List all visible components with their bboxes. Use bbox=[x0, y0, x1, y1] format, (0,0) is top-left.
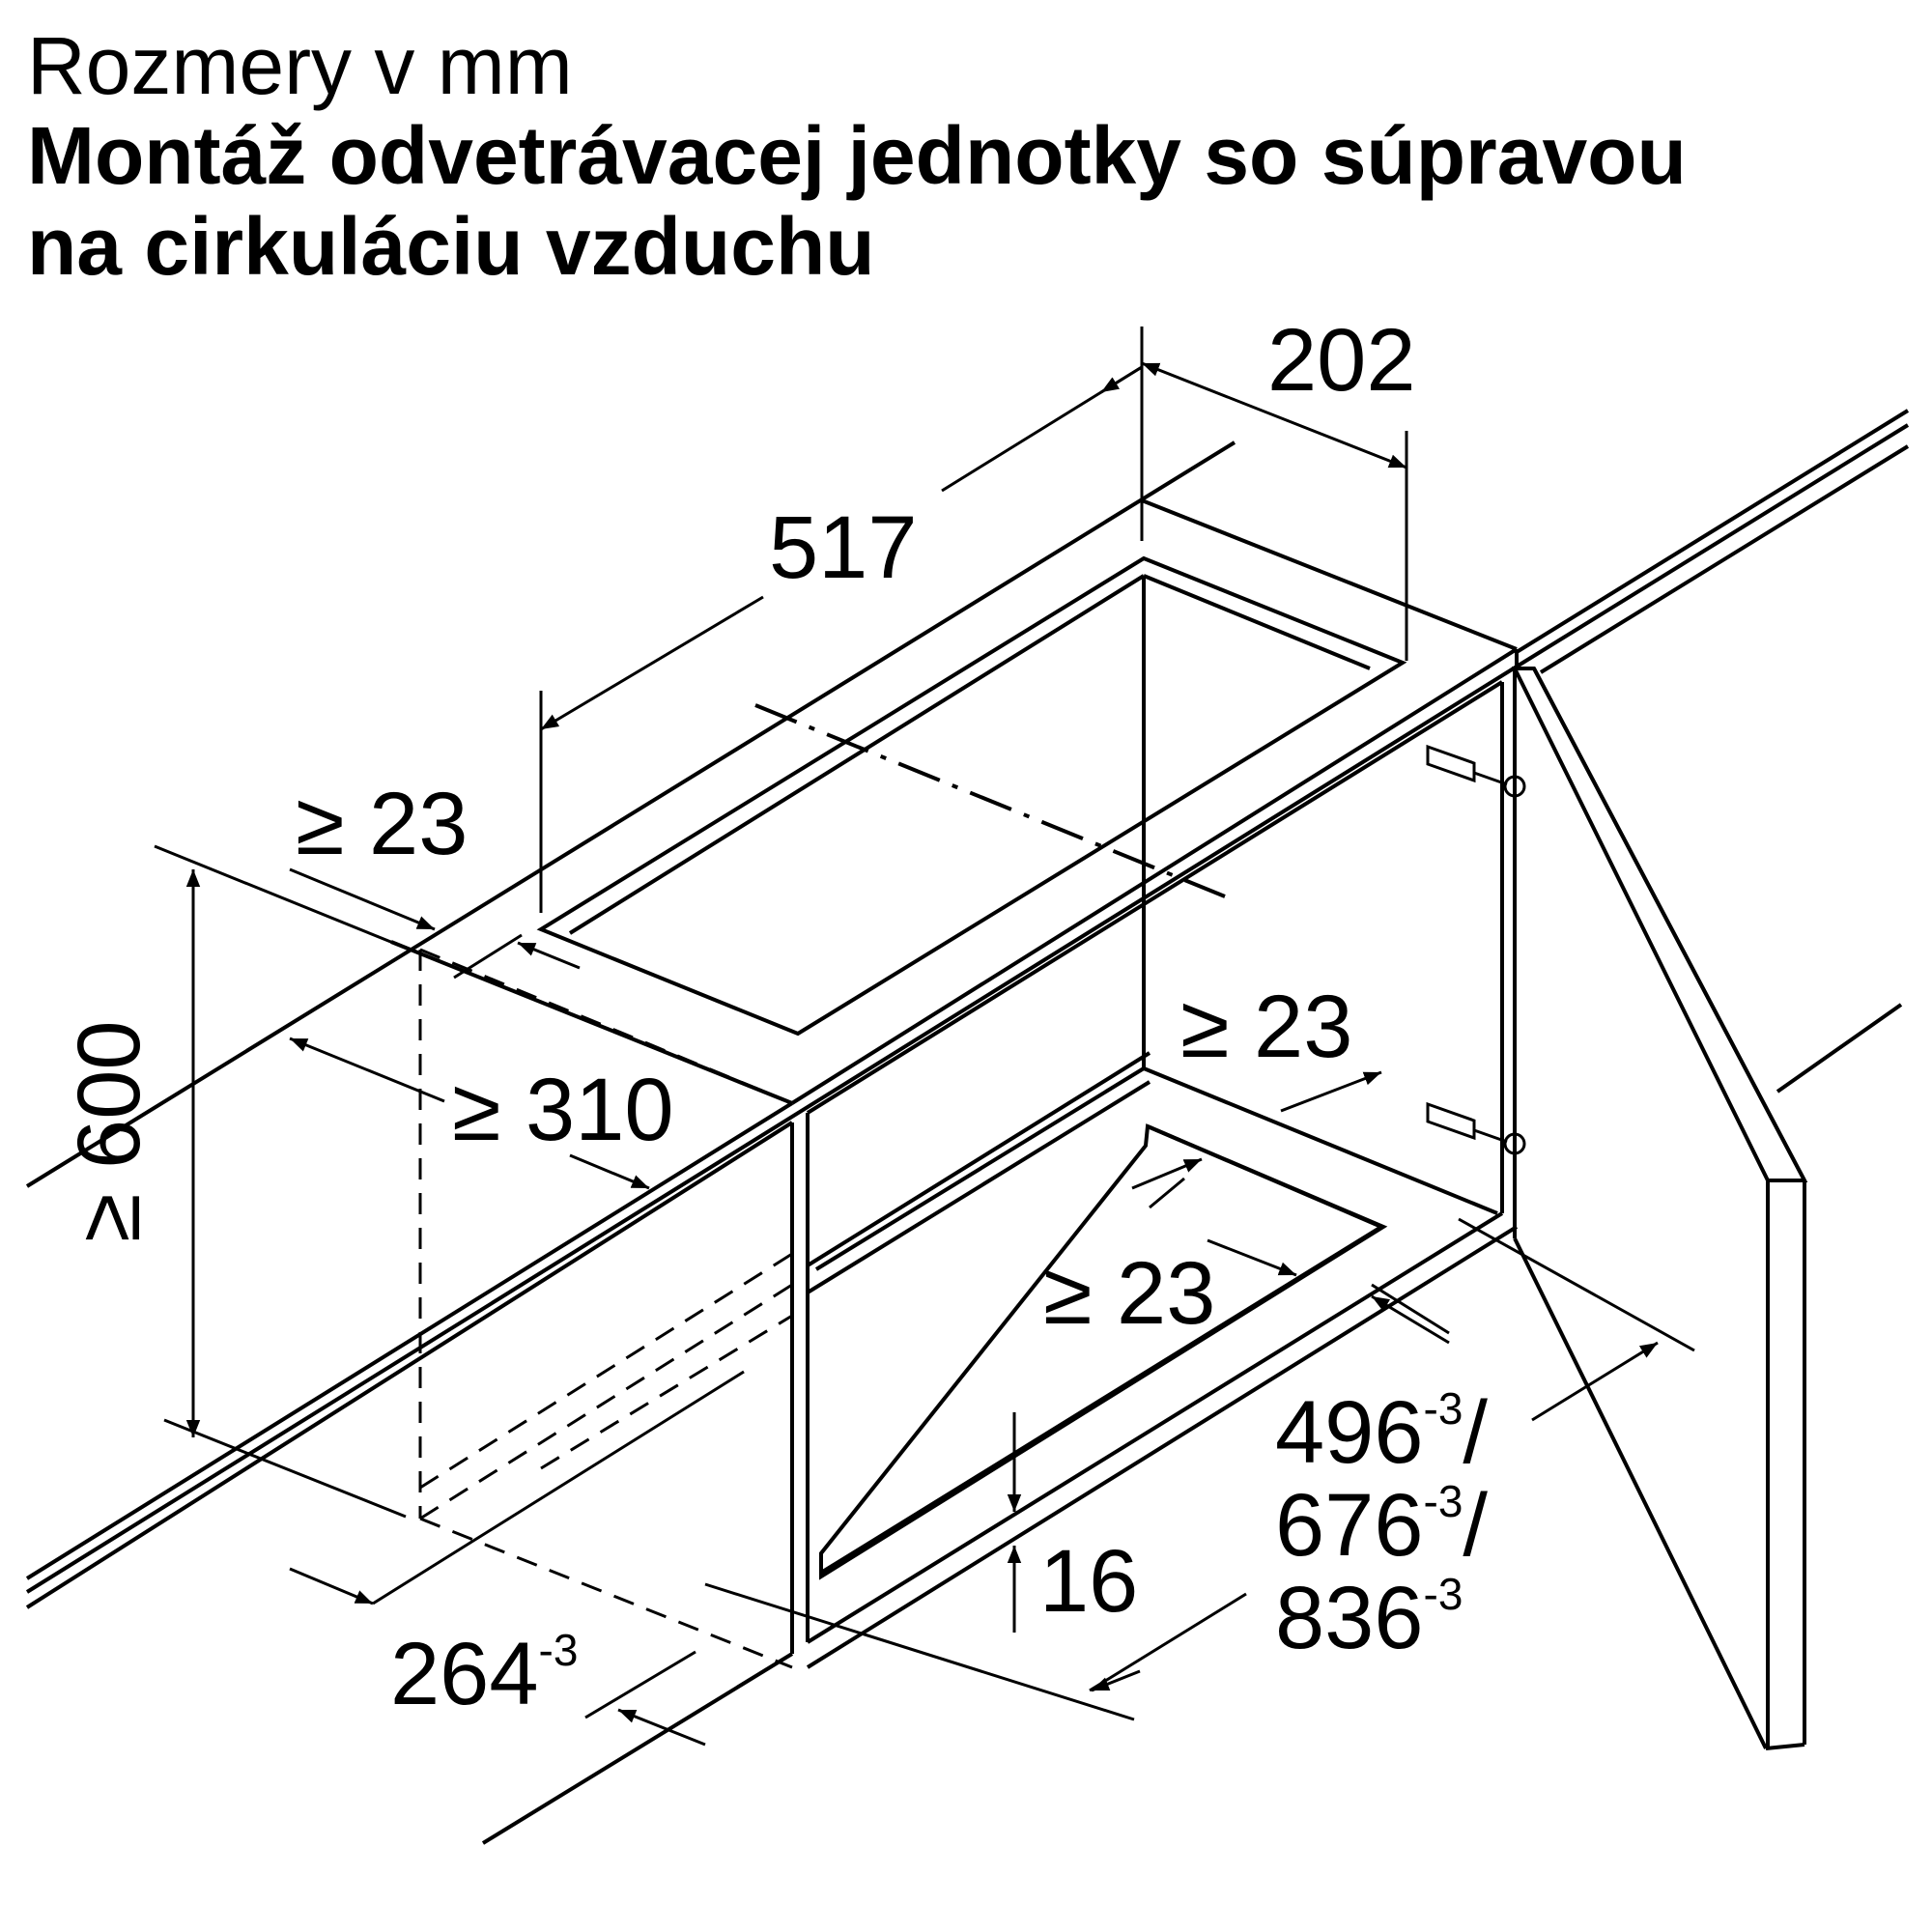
dim-264: 264-3 bbox=[390, 1625, 578, 1723]
subtitle-units: Rozmery v mm bbox=[27, 20, 573, 111]
dim-517: 517 bbox=[769, 498, 918, 597]
hinge-top bbox=[1426, 744, 1526, 798]
worktop bbox=[25, 409, 1910, 1594]
dim-min-23-top: ≥ 23 bbox=[296, 775, 468, 873]
title-line-1: Montáž odvetrávacej jednotky so súpravou bbox=[27, 110, 1687, 201]
dim-676: 676-3/ bbox=[1275, 1476, 1488, 1575]
center-axis bbox=[754, 703, 1226, 898]
dimension-lines bbox=[154, 327, 1695, 1747]
dim-836: 836-3 bbox=[1275, 1569, 1463, 1667]
cabinet-door bbox=[1511, 667, 1808, 1750]
width-options: 496-3/ 676-3/ 836-3 bbox=[1275, 1383, 1488, 1667]
dim-min-600: ≥ 600 bbox=[60, 1020, 158, 1242]
dim-16: 16 bbox=[1039, 1532, 1138, 1631]
dim-202: 202 bbox=[1267, 311, 1416, 410]
dim-min-23-bottom: ≥ 23 bbox=[1043, 1244, 1215, 1343]
extraction-unit-bottom bbox=[819, 1123, 1388, 1580]
cabinet-frame bbox=[25, 680, 1519, 1845]
worktop-cutout bbox=[536, 555, 1498, 1271]
hidden-lines bbox=[418, 948, 793, 1669]
title-line-2: na cirkuláciu vzduchu bbox=[27, 201, 875, 292]
title-block: Rozmery v mm Montáž odvetrávacej jednotk… bbox=[27, 21, 1687, 292]
hinge-bottom bbox=[1426, 1101, 1526, 1155]
dim-min-310: ≥ 310 bbox=[452, 1061, 674, 1159]
dim-496: 496-3/ bbox=[1275, 1383, 1488, 1482]
dim-min-23-right: ≥ 23 bbox=[1180, 978, 1352, 1076]
